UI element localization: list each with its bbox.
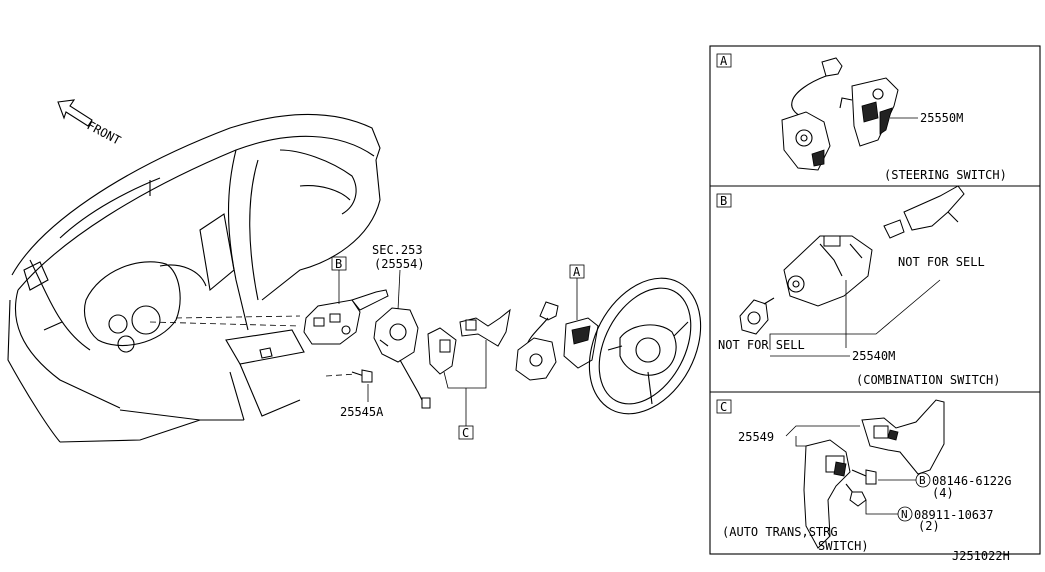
panel-c-letter: C	[720, 400, 727, 414]
panels-frame	[709, 45, 1041, 555]
dashboard-illustration	[7, 113, 381, 443]
combination-switch-detail	[739, 185, 965, 335]
panel-c-caption-line1: (AUTO TRANS,STRG	[722, 525, 838, 539]
paddle-shifter-detail	[803, 399, 945, 549]
panel-c-letter-box	[716, 399, 732, 414]
sec-reference: SEC.253	[372, 243, 423, 257]
nut-marker-circle	[897, 506, 913, 522]
panel-a-letter: A	[720, 54, 728, 68]
steering-switch-detail	[781, 57, 899, 171]
nut-icon	[845, 483, 867, 507]
panel-a-part-number: 25550M	[920, 111, 963, 125]
bolt-marker-circle	[915, 472, 931, 488]
nut-marker: N	[901, 508, 908, 521]
callout-b-letter: B	[335, 257, 342, 271]
panel-c-part-number: 25549	[738, 430, 774, 444]
clock-spring	[373, 307, 431, 409]
bolt-part-number: 08146-6122G	[932, 474, 1011, 488]
nut-part-number: 08911-10637	[914, 508, 993, 522]
panel-c-caption-line2: SWITCH)	[818, 539, 869, 553]
panel-a-letter-box	[716, 53, 732, 68]
callout-c-letter: C	[462, 426, 469, 440]
front-label: FRONT	[85, 118, 123, 147]
paddle-shifter-main	[427, 308, 511, 375]
panel-b-nfs-left: NOT FOR SELL	[718, 338, 805, 352]
steering-switch-main	[515, 301, 599, 381]
combination-switch-main	[303, 289, 389, 345]
part-screw-number: 25545A	[340, 405, 384, 419]
screw-25545a	[351, 369, 373, 383]
bolt-marker: B	[919, 474, 926, 487]
steering-wheel	[588, 277, 702, 415]
panel-b-letter: B	[720, 194, 727, 208]
panel-b-letter-box	[716, 193, 732, 208]
callout-box-c	[458, 425, 474, 440]
panel-b-nfs-right: NOT FOR SELL	[898, 255, 985, 269]
sec-part-number: (25554)	[374, 257, 425, 271]
bolt-icon	[851, 469, 877, 485]
diagram-code: J251022H	[952, 549, 1010, 563]
bolt-quantity: (4)	[932, 486, 954, 500]
panel-b-part-number: 25540M	[852, 349, 895, 363]
panel-b-caption: (COMBINATION SWITCH)	[856, 373, 1001, 387]
panel-a-caption: (STEERING SWITCH)	[884, 168, 1007, 182]
nut-quantity: (2)	[918, 519, 940, 533]
callout-a-letter: A	[573, 265, 581, 279]
front-arrow-icon	[57, 99, 93, 127]
